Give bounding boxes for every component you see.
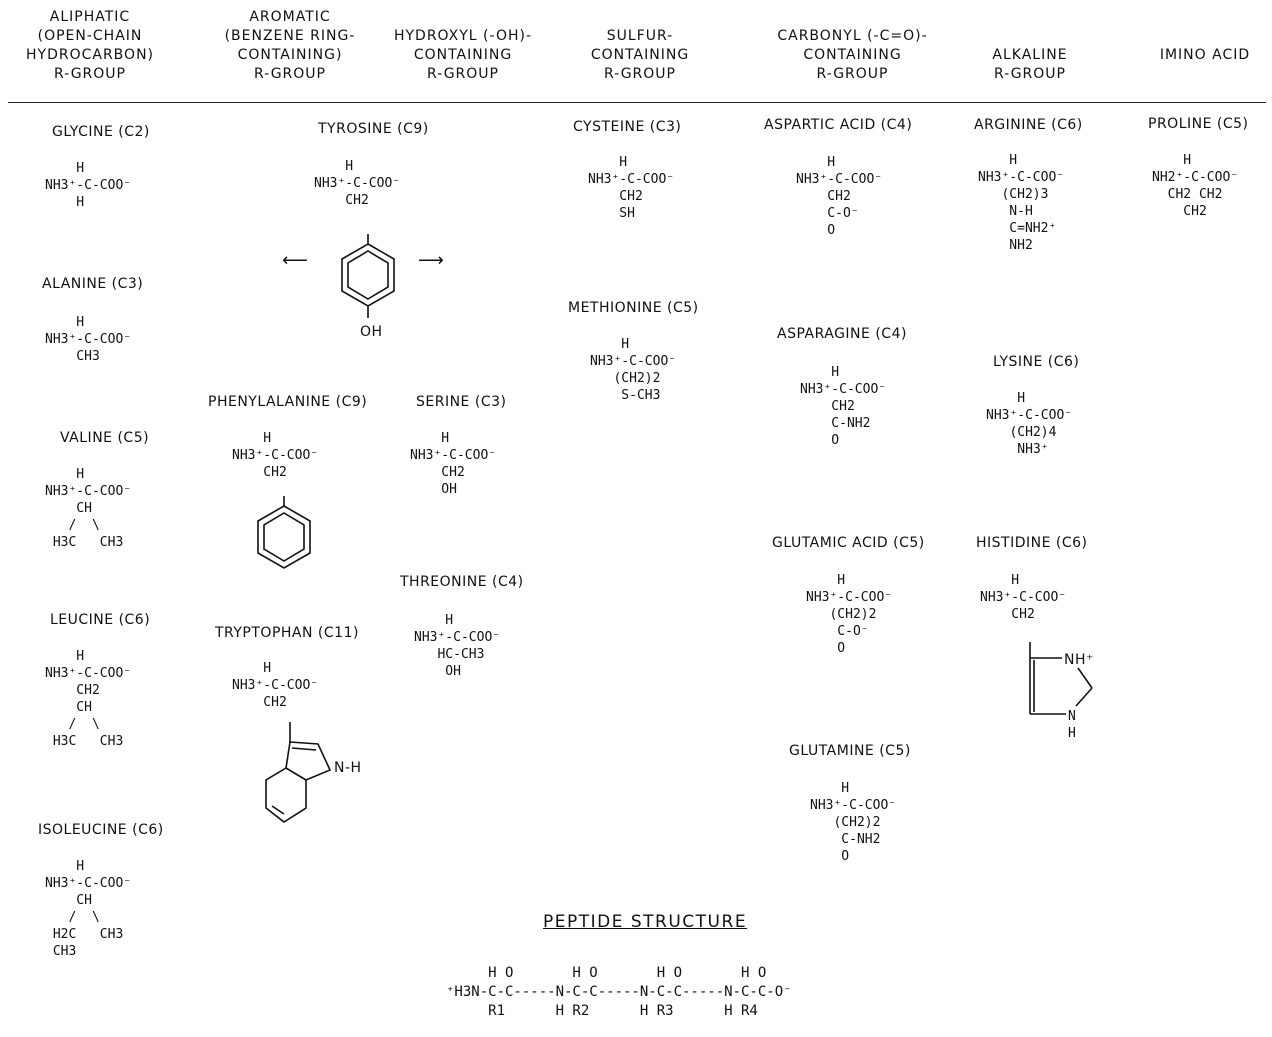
header-carbonyl: CARBONYL (-C=O)- CONTAINING R-GROUP (777, 28, 928, 82)
benzene-ring-icon (257, 496, 311, 569)
valine-name: VALINE (C5) (60, 430, 150, 446)
left-arrow-icon: ⟵ (282, 250, 308, 271)
lysine-formula: H NH3⁺-C-COO⁻ (CH2)4 NH3⁺ (986, 391, 1073, 457)
isoleucine-name: ISOLEUCINE (C6) (38, 822, 164, 838)
header-aromatic: AROMATIC (BENZENE RING- CONTAINING) R-GR… (224, 9, 356, 82)
header-hydroxyl: HYDROXYL (-OH)- CONTAINING R-GROUP (393, 28, 533, 82)
tyrosine-hydroxyl: OH (360, 324, 383, 340)
methionine-formula: H NH3⁺-C-COO⁻ (CH2)2 S-CH3 (590, 337, 677, 403)
valine-formula: H NH3⁺-C-COO⁻ CH / \ H3C CH3 (45, 467, 132, 550)
proline-name: PROLINE (C5) (1148, 116, 1249, 132)
tryptophan-nh: N-H (334, 760, 362, 776)
methionine-name: METHIONINE (C5) (568, 300, 699, 316)
peptide-formula: H O H O H O H O ⁺H3N-C-C-----N-C-C-----N… (446, 965, 792, 1019)
arginine-formula: H NH3⁺-C-COO⁻ (CH2)3 N-H C=NH2⁺ NH2 (978, 153, 1065, 253)
aspartic-acid-formula: H NH3⁺-C-COO⁻ CH2 C-O⁻ O (796, 155, 883, 238)
histidine-nh-plus: NH⁺ (1064, 652, 1094, 668)
histidine-formula: H NH3⁺-C-COO⁻ CH2 (980, 573, 1067, 622)
header-imino-acid: IMINO ACID (1159, 47, 1251, 63)
histidine-ring-nh: N H (1068, 709, 1076, 741)
leucine-name: LEUCINE (C6) (50, 612, 151, 628)
tryptophan-name: TRYPTOPHAN (C11) (215, 625, 359, 641)
phenylalanine-name: PHENYLALANINE (C9) (208, 394, 368, 410)
asparagine-formula: H NH3⁺-C-COO⁻ CH2 C-NH2 O (800, 365, 887, 448)
asparagine-name: ASPARAGINE (C4) (777, 326, 907, 342)
benzene-ring-icon (341, 234, 395, 318)
glutamine-formula: H NH3⁺-C-COO⁻ (CH2)2 C-NH2 O (810, 781, 897, 864)
header-alkaline: ALKALINE R-GROUP (992, 47, 1068, 82)
serine-formula: H NH3⁺-C-COO⁻ CH2 OH (410, 431, 497, 497)
leucine-formula: H NH3⁺-C-COO⁻ CH2 CH / \ H3C CH3 (45, 649, 132, 749)
peptide-structure-title: PEPTIDE STRUCTURE (543, 912, 748, 932)
cysteine-formula: H NH3⁺-C-COO⁻ CH2 SH (588, 155, 675, 221)
right-arrow-icon: ⟶ (418, 250, 444, 271)
glycine-name: GLYCINE (C2) (52, 124, 150, 140)
threonine-name: THREONINE (C4) (400, 574, 524, 590)
serine-name: SERINE (C3) (416, 394, 507, 410)
glycine-formula: H NH3⁺-C-COO⁻ H (45, 161, 132, 210)
alanine-name: ALANINE (C3) (42, 276, 144, 292)
threonine-formula: H NH3⁺-C-COO⁻ HC-CH3 OH (414, 613, 501, 679)
arginine-name: ARGININE (C6) (974, 117, 1083, 133)
glutamic-acid-name: GLUTAMIC ACID (C5) (772, 535, 925, 551)
glutamine-name: GLUTAMINE (C5) (789, 743, 911, 759)
glutamic-acid-formula: H NH3⁺-C-COO⁻ (CH2)2 C-O⁻ O (806, 573, 893, 656)
indole-ring-icon (265, 722, 332, 823)
tryptophan-formula: H NH3⁺-C-COO⁻ CH2 (232, 661, 319, 710)
tyrosine-formula: H NH3⁺-C-COO⁻ CH2 (314, 159, 401, 208)
tyrosine-name: TYROSINE (C9) (318, 121, 429, 137)
header-sulfur: SULFUR- CONTAINING R-GROUP (590, 28, 690, 82)
header-aliphatic: ALIPHATIC (OPEN-CHAIN HYDROCARBON) R-GRO… (26, 9, 154, 82)
proline-formula: H NH2⁺-C-COO⁻ CH2 CH2 CH2 (1152, 153, 1239, 219)
aspartic-acid-name: ASPARTIC ACID (C4) (764, 117, 913, 133)
header-divider (8, 102, 1266, 103)
imidazole-ring-icon (1029, 642, 1093, 715)
isoleucine-formula: H NH3⁺-C-COO⁻ CH / \ H2C CH3 CH3 (45, 859, 132, 959)
histidine-name: HISTIDINE (C6) (976, 535, 1088, 551)
alanine-formula: H NH3⁺-C-COO⁻ CH3 (45, 315, 132, 364)
lysine-name: LYSINE (C6) (993, 354, 1080, 370)
cysteine-name: CYSTEINE (C3) (573, 119, 682, 135)
phenylalanine-formula: H NH3⁺-C-COO⁻ CH2 (232, 431, 319, 480)
